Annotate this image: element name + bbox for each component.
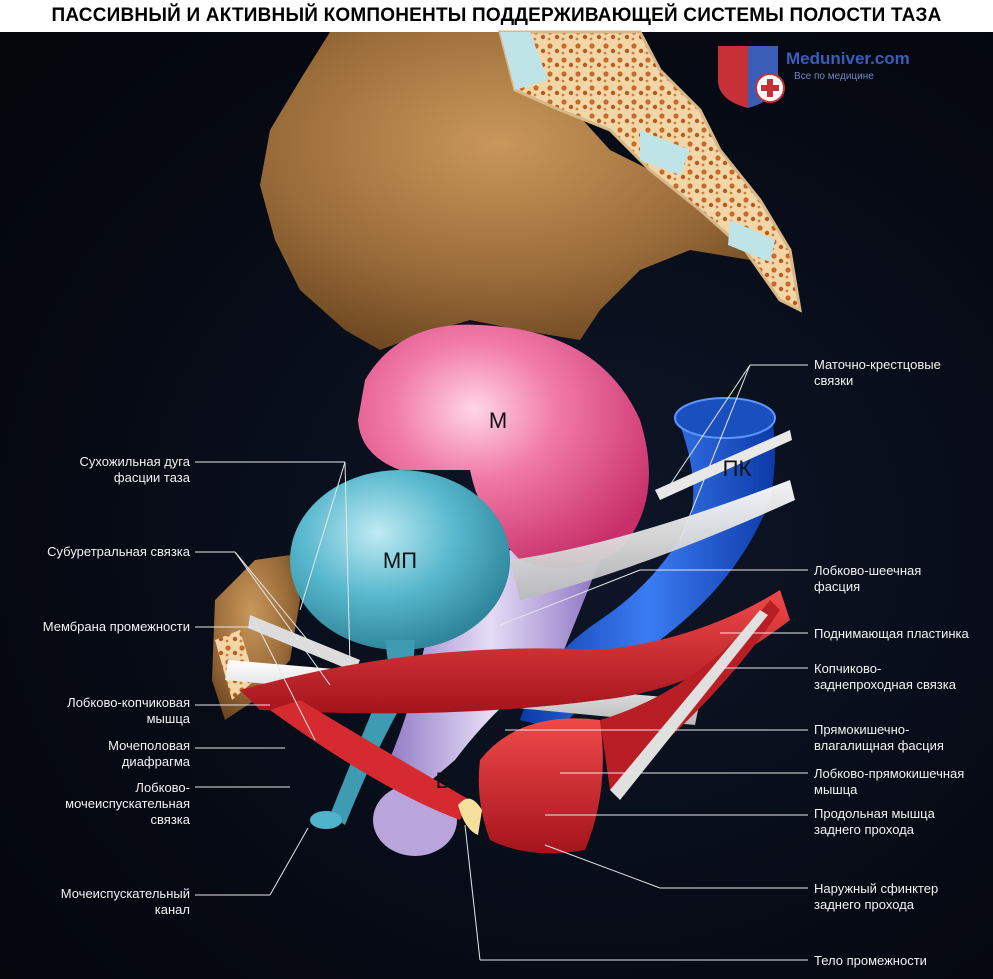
label-anococcygeal-ligament: Копчиково- заднепроходная связка [814, 661, 956, 692]
uterus-label: М [488, 408, 508, 433]
label-external-anal-sphincter: Наружный сфинктер заднего прохода [814, 881, 939, 912]
label-longitudinal-anal-muscle: Продольная мышца заднего прохода [814, 806, 935, 837]
meduniver-logo-icon [718, 46, 785, 108]
label-puborectalis: Лобково-прямокишечная мышца [814, 766, 965, 797]
logo-tagline: Все по медицине [794, 71, 874, 82]
label-uterosacral-ligaments: Маточно-крестцовые связки [814, 357, 941, 388]
hip-bone [260, 32, 790, 350]
bladder-label: МП [382, 548, 418, 573]
label-tendinous-arch: Сухожильная дуга фасции таза [79, 454, 190, 485]
label-pubocervical-fascia: Лобково-шеечная фасция [814, 563, 922, 594]
perineal-body [458, 798, 482, 835]
label-urogenital-diaphragm: Мочеполовая диафрагма [108, 738, 190, 769]
rectum-label: ПК [722, 456, 752, 481]
label-suburethral-ligament: Субуретральная связка [47, 544, 190, 559]
page-title: ПАССИВНЫЙ И АКТИВНЫЙ КОМПОНЕНТЫ ПОДДЕРЖИ… [0, 0, 993, 32]
label-pubourethral-ligament: Лобково- мочеиспускательная связка [65, 780, 190, 827]
bladder [290, 470, 510, 650]
external-anal-sphincter [478, 718, 603, 854]
levator-muscle [240, 590, 790, 714]
label-pubococcygeus: Лобково-копчиковая мышца [67, 695, 190, 726]
label-rectovaginal-fascia: Прямокишечно- влагалищная фасция [814, 722, 944, 753]
label-perineal-membrane: Мембрана промежности [42, 619, 190, 634]
sacrum [498, 30, 802, 313]
uterus [358, 324, 649, 568]
vagina-label: В [435, 768, 451, 793]
label-perineal-body: Тело промежности [814, 953, 927, 968]
leader-lines [195, 364, 808, 961]
logo-name: Meduniver.com [786, 49, 910, 68]
label-urethra: Мочеиспускательный канал [60, 886, 190, 917]
label-levator-plate: Поднимающая пластинка [814, 626, 969, 641]
puborectalis-muscle [270, 700, 470, 820]
